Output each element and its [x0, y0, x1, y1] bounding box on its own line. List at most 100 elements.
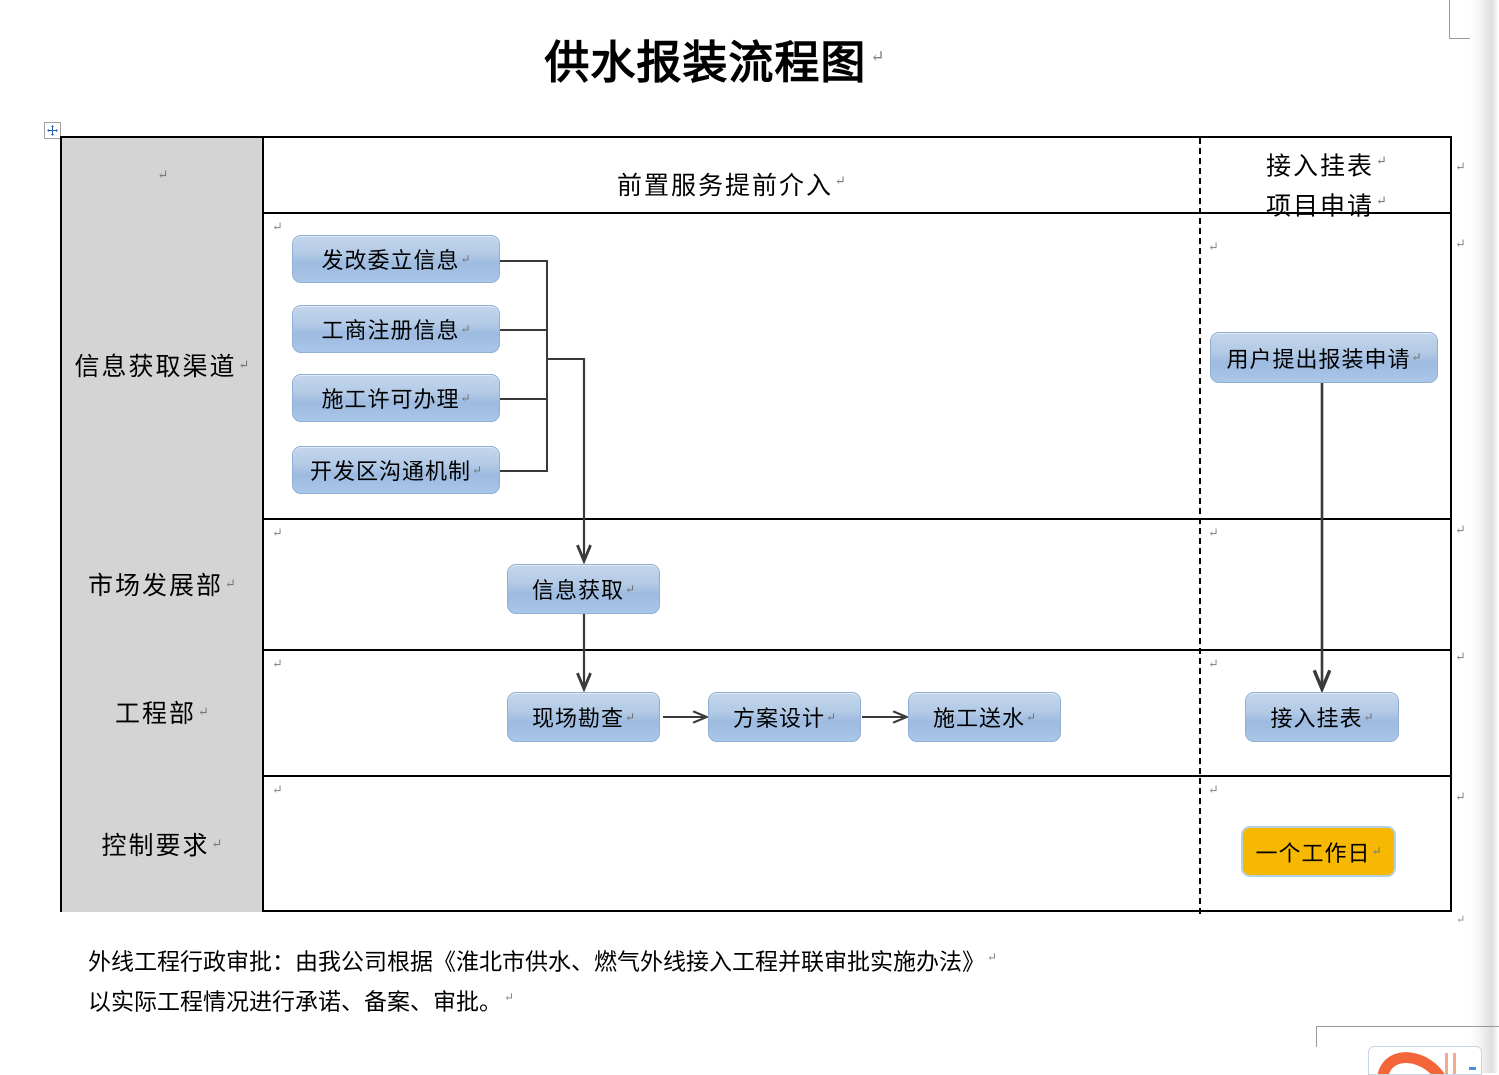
process-box-label: 开发区沟通机制: [309, 459, 471, 484]
footer-line-2: 以实际工程情况进行承诺、备案、审批。: [88, 989, 502, 1015]
process-box-label: 施工送水: [932, 706, 1025, 731]
process-box-label: 工商注册信息: [321, 318, 460, 343]
pilcrow-mark: ↵: [198, 704, 209, 719]
process-box-label: 方案设计: [732, 706, 825, 731]
pilcrow-mark: ↵: [1455, 522, 1466, 537]
footer-note: 外线工程行政审批：由我公司根据《淮北市供水、燃气外线接入工程并联审批实施办法》↵…: [88, 940, 1188, 1019]
page-gutter: [1470, 0, 1499, 1073]
sidebar-item-control-requirement: 控制要求↵: [62, 775, 264, 912]
vertical-dashed-divider: [1199, 138, 1201, 914]
pilcrow-mark: ↵: [1455, 159, 1466, 174]
pilcrow-mark: ↵: [1208, 656, 1219, 671]
pilcrow-mark: ↵: [835, 172, 846, 188]
pilcrow-mark: ↵: [460, 390, 471, 405]
sidebar-item-engineering-dept: 工程部↵: [62, 649, 264, 775]
process-box-label: 发改委立信息: [321, 248, 460, 273]
row-separator-4: [62, 775, 1450, 777]
pilcrow-mark: ↵: [1208, 782, 1219, 797]
pilcrow-mark: ↵: [460, 251, 471, 266]
connector-stub-1: [500, 260, 548, 262]
taskbar-app-icon[interactable]: [1368, 1046, 1482, 1075]
pilcrow-mark: ↵: [1208, 239, 1219, 254]
footer-line-2-wrap: 以实际工程情况进行承诺、备案、审批。↵: [88, 980, 1188, 1020]
process-box-scheme-design[interactable]: 方案设计↵: [708, 692, 861, 742]
header-right-title: 接入挂表↵ 项目申请↵: [1201, 144, 1452, 225]
pilcrow-mark: ↵: [1363, 709, 1374, 724]
decorative-bar-icon: [1453, 1053, 1456, 1074]
row-label-text: 工程部: [115, 701, 197, 728]
sidebar-item-market-dept: 市场发展部↵: [62, 518, 264, 649]
pilcrow-mark: ↵: [1455, 649, 1466, 664]
pilcrow-mark: ↵: [225, 575, 236, 591]
process-box-dev-zone-communication[interactable]: 开发区沟通机制↵: [292, 446, 500, 494]
decorative-bar-icon: [1445, 1053, 1448, 1074]
connector-branch: [546, 358, 585, 360]
page-title-text: 供水报装流程图: [544, 38, 867, 88]
row-label-text: 市场发展部: [88, 572, 224, 600]
pilcrow-mark: ↵: [272, 656, 283, 671]
pilcrow-mark: ↵: [460, 321, 471, 336]
row-label-text: 控制要求: [101, 832, 210, 860]
pilcrow-mark: ↵: [1025, 709, 1037, 724]
header-right-title-line2: 项目申请: [1266, 193, 1375, 221]
process-box-label: 施工许可办理: [321, 387, 460, 412]
header-center-title: 前置服务提前介入↵: [264, 166, 1199, 202]
process-box-user-application[interactable]: 用户提出报装申请↵: [1210, 332, 1438, 383]
connector-trunk: [546, 260, 548, 472]
process-box-construction-water-supply[interactable]: 施工送水↵: [908, 692, 1061, 742]
process-box-one-working-day[interactable]: 一个工作日↵: [1241, 826, 1396, 877]
pilcrow-mark: ↵: [825, 709, 837, 724]
process-box-label: 信息获取: [531, 578, 624, 603]
page-title: 供水报装流程图↵: [0, 26, 1430, 91]
process-box-label: 现场勘查: [531, 706, 624, 731]
pilcrow-mark: ↵: [1376, 153, 1387, 168]
row-separator-3: [62, 649, 1450, 651]
footer-line-1-wrap: 外线工程行政审批：由我公司根据《淮北市供水、燃气外线接入工程并联审批实施办法》↵: [88, 940, 1188, 980]
process-box-label: 用户提出报装申请: [1226, 346, 1411, 372]
process-box-site-survey[interactable]: 现场勘查↵: [507, 692, 660, 742]
process-box-business-registration[interactable]: 工商注册信息↵: [292, 305, 500, 353]
process-box-label: 一个工作日: [1255, 840, 1371, 866]
decorative-dot-icon: [1469, 1067, 1476, 1070]
header-right-title-line1: 接入挂表: [1266, 153, 1375, 181]
pilcrow-mark: ↵: [504, 989, 515, 1004]
pilcrow-mark: ↵: [1411, 350, 1422, 364]
pilcrow-mark: ↵: [624, 709, 636, 724]
row-separator-2: [62, 518, 1450, 520]
pilcrow-mark: ↵: [157, 167, 169, 182]
header-center-title-text: 前置服务提前介入: [617, 173, 834, 200]
move-cross-icon: [47, 125, 58, 136]
pilcrow-mark: ↵: [471, 462, 483, 477]
pilcrow-mark: ↵: [870, 47, 886, 66]
process-box-construction-permit[interactable]: 施工许可办理↵: [292, 374, 500, 422]
pilcrow-mark: ↵: [272, 219, 283, 234]
pilcrow-mark: ↵: [1376, 193, 1387, 209]
header-label-cell: ↵: [62, 138, 264, 212]
pilcrow-mark: ↵: [987, 950, 998, 964]
connector-stub-4: [500, 470, 548, 472]
table-move-handle-icon[interactable]: [44, 122, 61, 139]
process-box-development-commission[interactable]: 发改委立信息↵: [292, 235, 500, 283]
pilcrow-mark: ↵: [1456, 914, 1466, 926]
footer-line-1: 外线工程行政审批：由我公司根据《淮北市供水、燃气外线接入工程并联审批实施办法》: [88, 949, 985, 975]
orange-swoosh-icon: [1369, 1047, 1464, 1074]
connector-stub-3: [500, 398, 548, 400]
row-label-text: 信息获取渠道: [74, 354, 237, 381]
connector-stub-2: [500, 329, 548, 331]
sidebar-item-info-source: 信息获取渠道↵: [62, 212, 264, 518]
pilcrow-mark: ↵: [1371, 844, 1382, 858]
pilcrow-mark: ↵: [272, 782, 283, 797]
process-box-meter-connection[interactable]: 接入挂表↵: [1245, 692, 1399, 742]
pilcrow-mark: ↵: [272, 525, 283, 540]
row-separator-1: [62, 212, 1450, 214]
process-box-info-acquisition[interactable]: 信息获取↵: [507, 564, 660, 614]
pilcrow-mark: ↵: [1455, 236, 1466, 251]
pilcrow-mark: ↵: [624, 581, 636, 596]
page-corner-frame: [1316, 1026, 1499, 1047]
pilcrow-mark: ↵: [1455, 789, 1466, 804]
pilcrow-mark: ↵: [211, 835, 223, 851]
flow-table: ↵ 信息获取渠道↵ 市场发展部↵ 工程部↵ 控制要求↵ 前置服务提前介入↵ 接入…: [60, 136, 1452, 914]
process-box-label: 接入挂表: [1270, 706, 1363, 731]
pilcrow-mark: ↵: [1208, 525, 1219, 540]
